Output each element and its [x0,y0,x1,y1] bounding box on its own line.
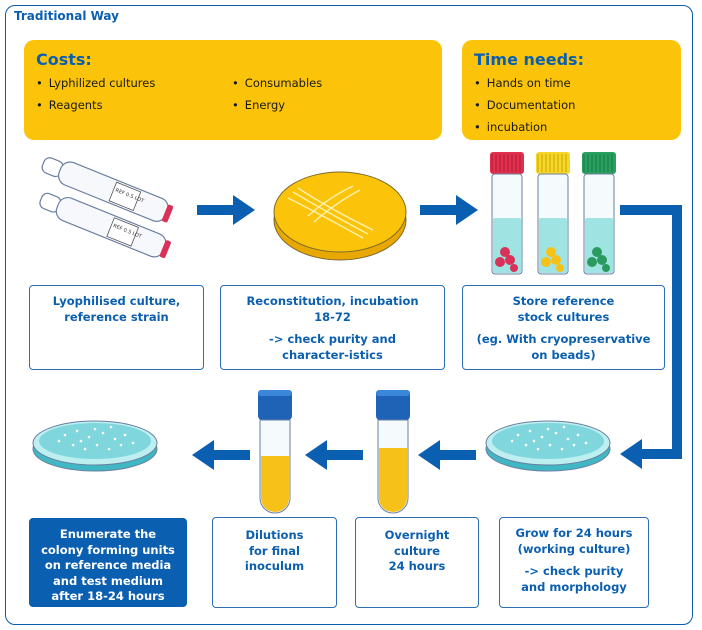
spacer [221,325,444,332]
time-needs-heading: Time needs: [474,50,584,69]
step-card-overnight: Overnight culture 24 hours [355,517,479,608]
arrow-left-icon [418,440,476,470]
step-card-dilutions: Dilutions for final inoculum [212,517,337,608]
step-card-line: Reconstitution, incubation [246,294,419,308]
elbow-arrow-icon [620,205,682,469]
test-tube-dilutions-illustration [258,390,292,514]
step-card-enumerate: Enumerate the colony forming units on re… [29,518,187,607]
step-card-line: reference strain [64,309,169,324]
step-card-line: -> check purity [524,564,624,579]
lyophilised-vials-illustration: REF 0.5 LOT REF 0.5 LOT [39,157,174,259]
arrow-right-icon [420,195,478,225]
time-needs-item: incubation [474,120,547,134]
time-needs-item: Hands on time [474,76,571,90]
arrow-left-icon [305,440,363,470]
test-tube-overnight-illustration [376,390,410,514]
costs-box [24,40,442,140]
step-card-line: (working culture) [517,541,631,556]
step-card-line: culture [393,543,441,558]
step-card-line: Lyophilised culture, [52,294,181,308]
step-card-line: and test medium [53,573,163,588]
petri-dish-streaked-illustration [273,171,407,261]
step-card-line: Overnight [384,528,450,542]
costs-item: Energy [232,98,285,112]
diagram-frame [5,5,693,625]
step-card-line: stock cultures [517,309,610,324]
spacer [500,557,648,564]
step-card-line: inoculum [244,559,305,574]
step-card-line: on beads) [531,347,596,362]
step-card-line: 18-72 [314,309,351,324]
arrow-right-icon [197,195,255,225]
costs-heading: Costs: [36,50,92,69]
time-needs-item: Documentation [474,98,576,112]
step-card-line: for final [249,543,300,558]
step-card-line: Dilutions [245,528,304,542]
step-card-line: Grow for 24 hours [515,526,633,540]
step-card-store-reference: Store reference stock cultures (eg. With… [462,285,665,370]
step-card-lyophilised-culture: Lyophilised culture, reference strain [29,285,204,370]
step-card-line: on reference media [44,558,172,573]
costs-item: Lyphilized cultures [36,76,156,90]
step-card-line: after 18-24 hours [51,589,165,604]
costs-item: Consumables [232,76,322,90]
step-card-grow: Grow for 24 hours (working culture) -> c… [499,517,649,608]
step-card-line: and morphology [521,579,627,594]
arrow-left-icon [192,440,250,470]
petri-dish-colonies-illustration [32,420,158,472]
step-card-line: Store reference [512,294,615,308]
step-card-line: (eg. With cryopreservative [476,332,651,347]
step-card-line: colony forming units [41,542,175,557]
step-card-reconstitution: Reconstitution, incubation 18-72 -> chec… [220,285,445,370]
step-card-line: character-istics [282,347,383,362]
petri-dish-working-culture-illustration [485,420,611,472]
step-card-line: 24 hours [388,559,446,574]
cryovials-illustration [490,152,616,275]
spacer [463,325,664,332]
step-card-line: Enumerate the [59,527,157,541]
step-card-line: -> check purity and [269,332,396,347]
costs-item: Reagents [36,98,103,112]
diagram-title: Traditional Way [14,9,119,23]
